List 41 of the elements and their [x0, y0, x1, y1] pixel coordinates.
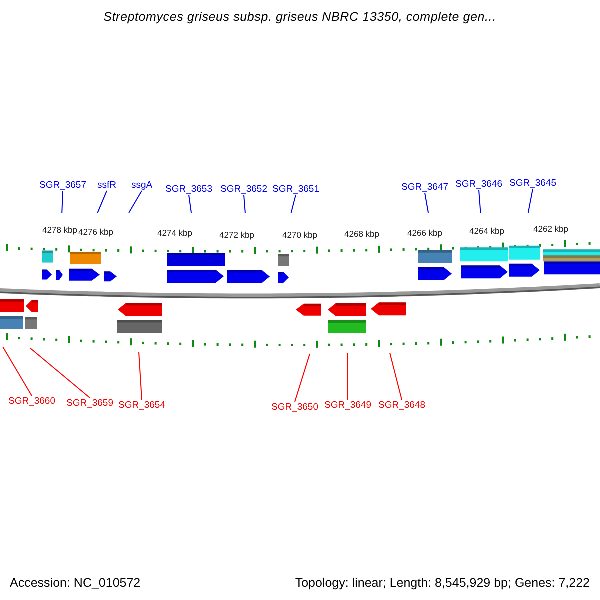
- leader-line: [138, 352, 142, 400]
- axis-tick-label: 4278 kbp: [42, 225, 78, 235]
- leader-line: [30, 348, 90, 398]
- axis-tick-label: 4276 kbp: [78, 227, 114, 237]
- gene-label: SGR_3650: [272, 402, 318, 413]
- gene-label: ssfR: [98, 180, 116, 191]
- gene-label: SGR_3654: [118, 400, 166, 411]
- gene-label: ssgA: [131, 180, 153, 191]
- gene-label: SGR_3647: [402, 182, 448, 193]
- axis-tick-label: 4266 kbp: [408, 228, 442, 238]
- gene-label: SGR_3653: [166, 184, 212, 195]
- leader-line: [2, 346, 32, 396]
- gene-label: SGR_3660: [8, 396, 56, 407]
- axis-tick-label: 4272 kbp: [220, 230, 254, 240]
- axis-tick-label: 4262 kbp: [534, 224, 568, 234]
- gene-label: SGR_3646: [456, 179, 502, 190]
- genome-summary-text: Topology: linear; Length: 8,545,929 bp; Genes: 7,222: [295, 576, 590, 590]
- leader-line: [294, 354, 310, 402]
- axis-tick-label: 4268 kbp: [344, 229, 380, 239]
- leader-line: [424, 192, 430, 214]
- leader-line: [290, 194, 296, 214]
- leader-line: [62, 190, 64, 214]
- gene-label: SGR_3652: [220, 184, 268, 195]
- leader-line: [128, 190, 142, 214]
- leader-line: [188, 194, 192, 214]
- leader-line: [528, 188, 534, 214]
- leader-line: [244, 194, 246, 214]
- axis-tick-label: 4264 kbp: [470, 226, 504, 236]
- gene-label: SGR_3648: [378, 400, 426, 411]
- gene-label: SGR_3649: [324, 400, 372, 411]
- gene-label: SGR_3651: [272, 184, 320, 195]
- gene-label: SGR_3659: [66, 398, 114, 409]
- axis-tick-label: 4274 kbp: [158, 228, 192, 238]
- leader-line: [478, 190, 482, 214]
- gene-label: SGR_3645: [510, 178, 556, 189]
- axis-tick-label: 4270 kbp: [282, 230, 318, 240]
- accession-text: Accession: NC_010572: [10, 576, 141, 590]
- leader-line: [97, 190, 108, 214]
- leader-line: [390, 352, 402, 400]
- diagram-title: Streptomyces griseus subsp. griseus NBRC 13350, complete gen...: [104, 10, 496, 24]
- gene-label: SGR_3657: [40, 180, 86, 191]
